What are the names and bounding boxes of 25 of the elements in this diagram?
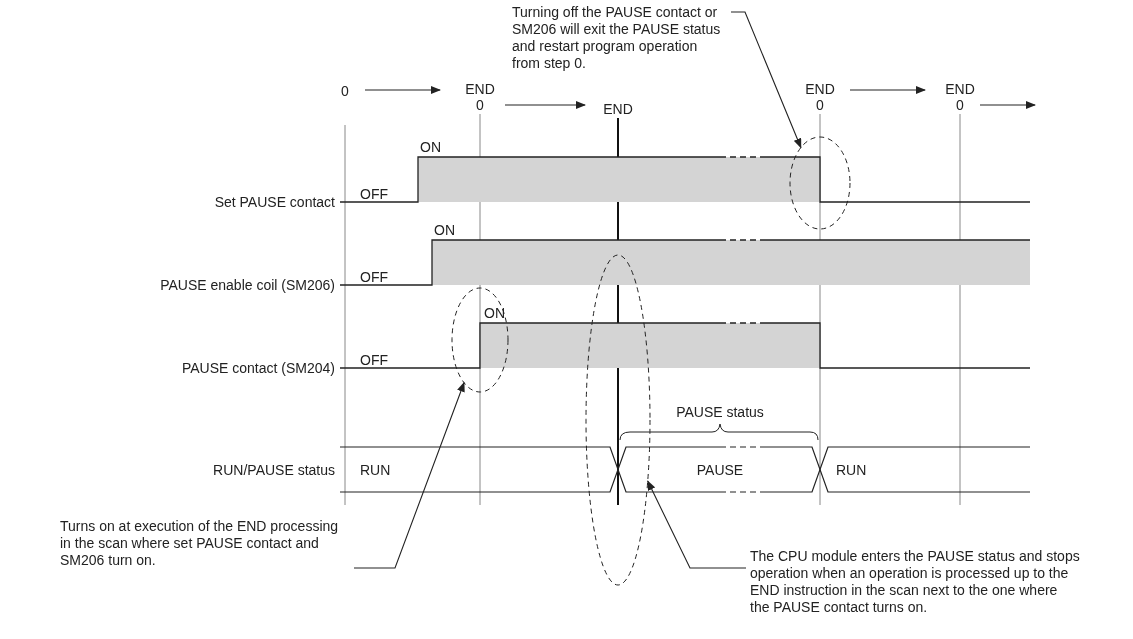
- dashed-ellipse: [451, 287, 509, 393]
- scan-label: 0: [474, 97, 486, 114]
- signal-name: Set PAUSE contact: [214, 194, 335, 211]
- state-value: RUN: [836, 462, 867, 479]
- dashed-ellipse: [585, 254, 651, 586]
- leader-line: [730, 11, 802, 149]
- state-label: ON: [484, 305, 505, 322]
- state-value: RUN: [360, 462, 391, 479]
- note-text: The CPU module enters the PAUSE status and stops operation when an operation is processed up to the END instruction in the scan next to the one where the PAUSE contact turns on.: [750, 548, 1080, 616]
- leader-line: [353, 381, 465, 569]
- state-label: ON: [420, 139, 441, 156]
- signal-name: PAUSE enable coil (SM206): [160, 277, 335, 294]
- scan-label: END: [601, 101, 635, 118]
- dashed-ellipse: [789, 136, 851, 230]
- state-label: OFF: [360, 186, 388, 203]
- signal-name: RUN/PAUSE status: [213, 462, 335, 479]
- state-label: OFF: [360, 269, 388, 286]
- signal-name: PAUSE contact (SM204): [181, 360, 335, 377]
- state-label: OFF: [360, 352, 388, 369]
- note-text: Turns on at execution of the END processing in the scan where set PAUSE contact and SM206 turn on.: [60, 518, 350, 569]
- scan-label: 0: [814, 97, 826, 114]
- state-label: ON: [434, 222, 455, 239]
- scan-label: 0: [954, 97, 966, 114]
- leader-line: [647, 480, 747, 569]
- note-text: Turning off the PAUSE contact or SM206 will exit the PAUSE status and restart program operation from step 0.: [512, 4, 727, 72]
